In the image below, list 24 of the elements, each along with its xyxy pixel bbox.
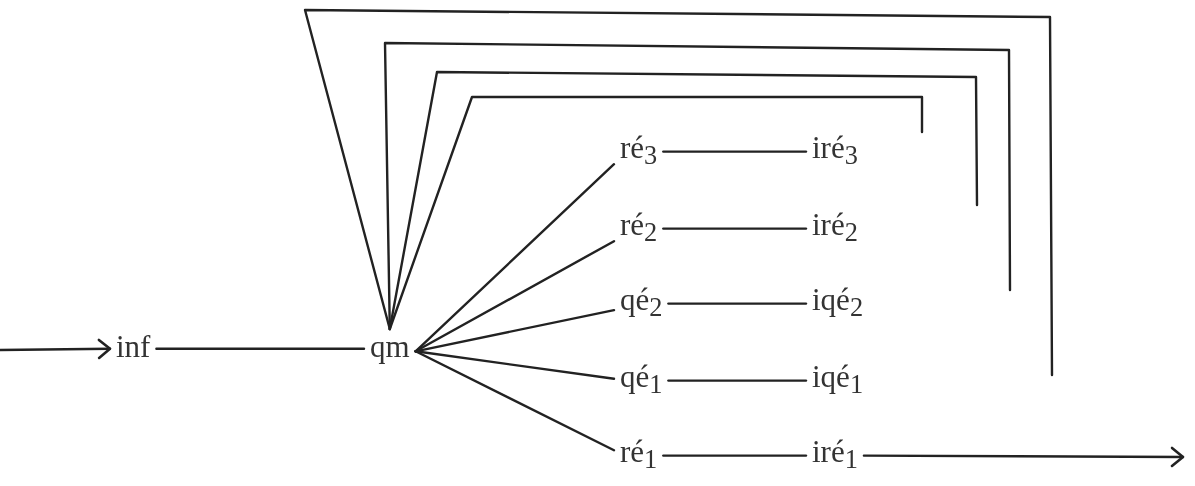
state-name: ré$_{2}$ xyxy=(614,207,664,243)
connector-line xyxy=(667,379,808,382)
state-name: qé$_{1}$ xyxy=(614,359,669,395)
state-name: iqé$_{1}$ xyxy=(806,359,870,395)
connector-line xyxy=(662,454,808,457)
arrow xyxy=(862,446,1185,468)
state-name: iré$_{3}$ xyxy=(806,130,864,166)
state-name: iqé$_{2}$ xyxy=(806,282,870,318)
connector-line xyxy=(155,347,366,350)
connector-line xyxy=(667,302,808,305)
connector-line xyxy=(414,350,616,380)
state-name: iré$_{1}$ xyxy=(806,434,864,470)
state-name: inf xyxy=(110,329,157,365)
connector-line xyxy=(662,227,808,230)
state-name: qm xyxy=(364,329,416,365)
state-name: qé$_{2}$ xyxy=(614,282,669,318)
connector-line xyxy=(414,350,616,452)
feedback-line xyxy=(388,95,924,331)
state-name: iré$_{2}$ xyxy=(806,207,864,243)
arrow xyxy=(0,338,112,360)
connector-line xyxy=(662,150,808,153)
connector-line xyxy=(414,240,616,353)
state-name: ré$_{1}$ xyxy=(614,434,664,470)
state-name: ré$_{3}$ xyxy=(614,130,664,166)
